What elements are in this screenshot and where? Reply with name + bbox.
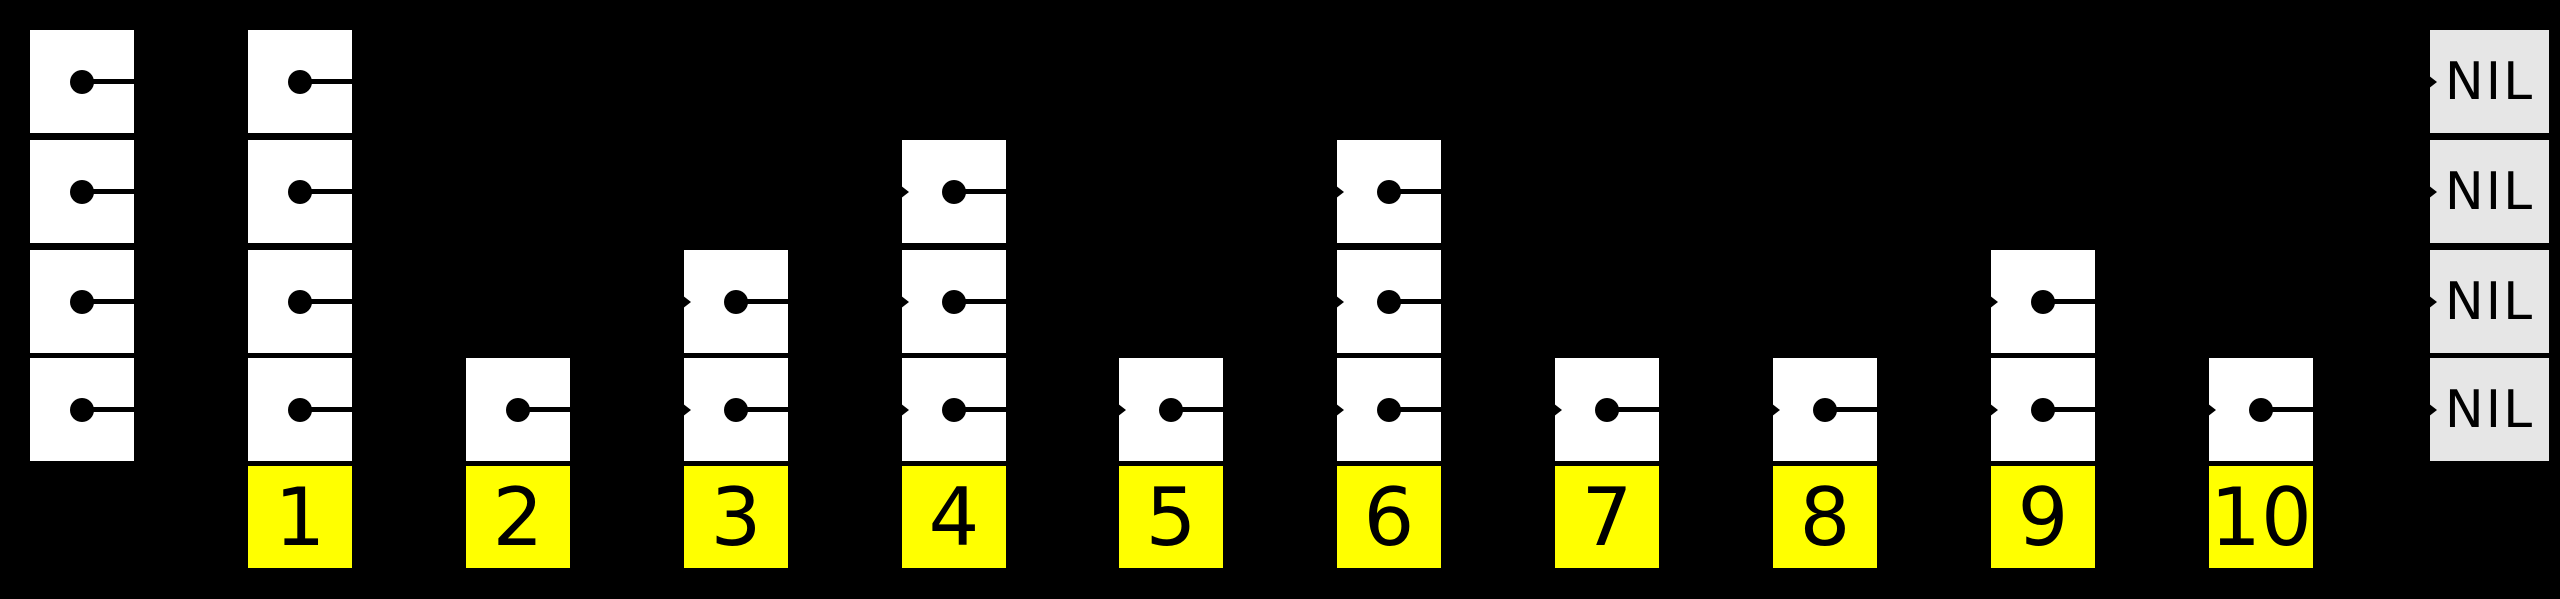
nil-label: NIL — [2444, 161, 2535, 222]
node-key-text: 5 — [1145, 470, 1197, 564]
node-10-box-level-0 — [2207, 358, 2313, 461]
pointer-line — [736, 299, 788, 304]
head-node-box-level-1 — [30, 250, 134, 353]
nil-label: NIL — [2444, 271, 2535, 332]
nil-box-level-1: NIL — [2428, 250, 2549, 353]
arrowhead-icon — [1117, 402, 1126, 417]
node-key-label: 8 — [1773, 466, 1877, 568]
pointer-line — [1389, 407, 1441, 412]
node-key-text: 8 — [1799, 470, 1851, 564]
node-key-text: 9 — [2017, 470, 2069, 564]
node-3-box-level-1 — [682, 250, 788, 353]
node-key-text: 3 — [710, 470, 762, 564]
node-key-label: 1 — [248, 466, 352, 568]
node-1-box-level-0 — [248, 358, 352, 461]
arrowhead-icon — [2428, 74, 2437, 89]
node-key-label: 9 — [1991, 466, 2095, 568]
node-key-label: 6 — [1337, 466, 1441, 568]
node-key-text: 6 — [1363, 470, 1415, 564]
arrowhead-icon — [1989, 402, 1998, 417]
pointer-line — [82, 79, 134, 84]
node-6-box-level-0 — [1335, 358, 1441, 461]
pointer-line — [954, 299, 1006, 304]
pointer-line — [82, 299, 134, 304]
head-node-box-level-3 — [30, 30, 134, 133]
pointer-line — [300, 407, 352, 412]
arrowhead-icon — [1553, 402, 1562, 417]
arrowhead-icon — [1335, 402, 1344, 417]
node-6-box-level-1 — [1335, 250, 1441, 353]
node-key-label: 3 — [684, 466, 788, 568]
pointer-line — [300, 189, 352, 194]
pointer-line — [954, 407, 1006, 412]
node-key-label: 10 — [2209, 466, 2313, 568]
pointer-line — [1607, 407, 1659, 412]
head-node-box-level-0 — [30, 358, 134, 461]
node-7-box-level-0 — [1553, 358, 1659, 461]
pointer-line — [518, 407, 570, 412]
arrowhead-icon — [2428, 294, 2437, 309]
nil-label: NIL — [2444, 379, 2535, 440]
nil-box-level-3: NIL — [2428, 30, 2549, 133]
pointer-line — [1389, 299, 1441, 304]
arrowhead-icon — [1335, 184, 1344, 199]
node-1-box-level-1 — [248, 250, 352, 353]
node-2-box-level-0 — [466, 358, 570, 461]
node-key-label: 2 — [466, 466, 570, 568]
node-3-box-level-0 — [682, 358, 788, 461]
node-4-box-level-0 — [900, 358, 1006, 461]
pointer-line — [82, 407, 134, 412]
node-key-label: 7 — [1555, 466, 1659, 568]
pointer-line — [1825, 407, 1877, 412]
node-8-box-level-0 — [1771, 358, 1877, 461]
nil-label: NIL — [2444, 51, 2535, 112]
arrowhead-icon — [900, 294, 909, 309]
arrowhead-icon — [2207, 402, 2216, 417]
node-4-box-level-2 — [900, 140, 1006, 243]
head-node-box-level-2 — [30, 140, 134, 243]
arrowhead-icon — [1771, 402, 1780, 417]
pointer-line — [1171, 407, 1223, 412]
arrowhead-icon — [682, 402, 691, 417]
pointer-line — [2043, 299, 2095, 304]
node-key-text: 4 — [928, 470, 980, 564]
arrowhead-icon — [900, 184, 909, 199]
node-key-text: 2 — [492, 470, 544, 564]
node-key-text: 7 — [1581, 470, 1633, 564]
arrowhead-icon — [900, 402, 909, 417]
pointer-line — [82, 189, 134, 194]
node-6-box-level-2 — [1335, 140, 1441, 243]
arrowhead-icon — [1335, 294, 1344, 309]
pointer-line — [300, 79, 352, 84]
node-key-label: 4 — [902, 466, 1006, 568]
pointer-line — [954, 189, 1006, 194]
pointer-line — [2043, 407, 2095, 412]
arrowhead-icon — [682, 294, 691, 309]
arrowhead-icon — [1989, 294, 1998, 309]
pointer-line — [1389, 189, 1441, 194]
node-1-box-level-3 — [248, 30, 352, 133]
node-key-label: 5 — [1119, 466, 1223, 568]
node-4-box-level-1 — [900, 250, 1006, 353]
node-key-text: 10 — [2210, 470, 2312, 564]
node-5-box-level-0 — [1117, 358, 1223, 461]
node-9-box-level-0 — [1989, 358, 2095, 461]
pointer-line — [300, 299, 352, 304]
arrowhead-icon — [2428, 402, 2437, 417]
pointer-line — [2261, 407, 2313, 412]
node-key-text: 1 — [274, 470, 326, 564]
node-1-box-level-2 — [248, 140, 352, 243]
nil-box-level-2: NIL — [2428, 140, 2549, 243]
arrowhead-icon — [2428, 184, 2437, 199]
pointer-line — [736, 407, 788, 412]
nil-box-level-0: NIL — [2428, 358, 2549, 461]
node-9-box-level-1 — [1989, 250, 2095, 353]
